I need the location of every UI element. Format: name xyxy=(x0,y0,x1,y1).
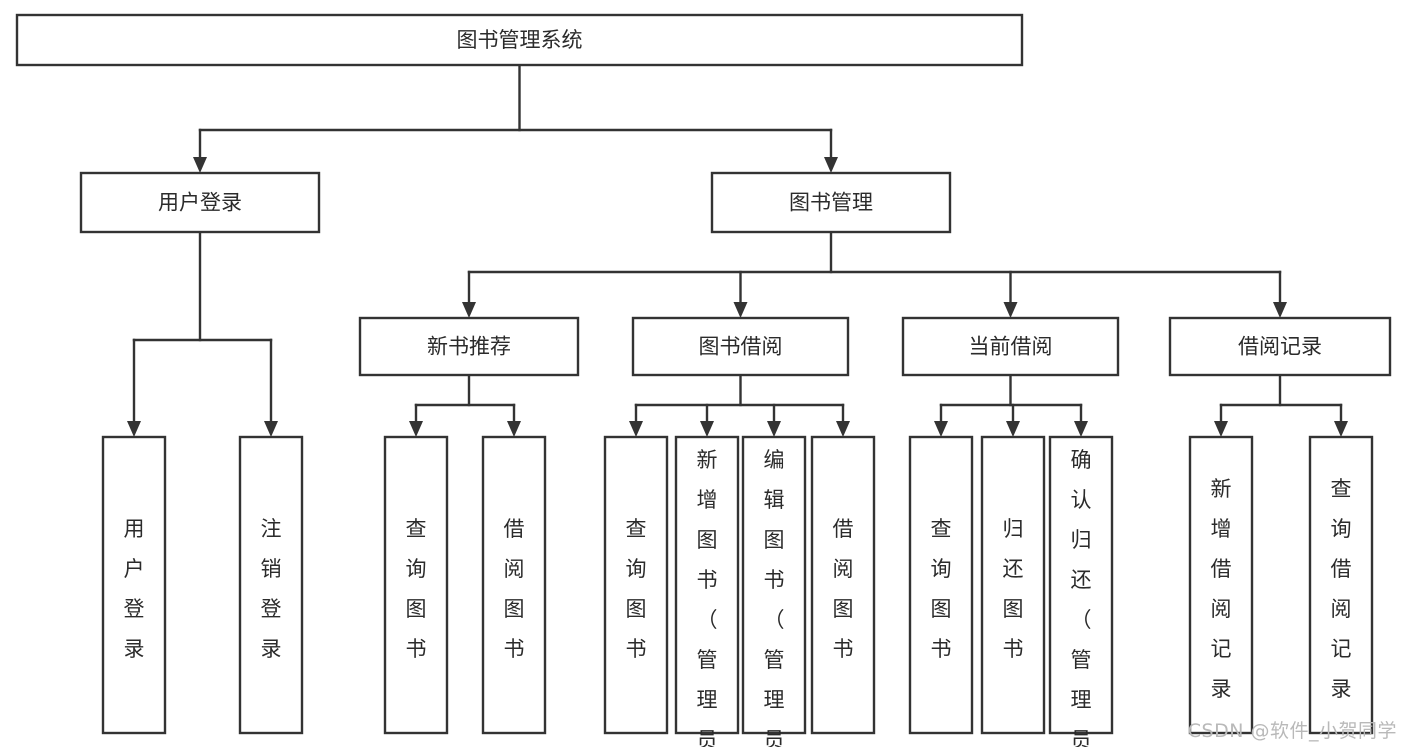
node-leaf-return-book[interactable]: 归还图书 xyxy=(980,435,1046,735)
connector-arrow-icon xyxy=(733,302,748,318)
node-book-management[interactable]: 图书管理 xyxy=(710,171,952,234)
node-user-login-label: 用户登录 xyxy=(158,191,242,215)
connector-group-book-borrow xyxy=(629,373,850,437)
node-leaf-edit-book-box[interactable] xyxy=(741,435,807,735)
connector-arrow-icon xyxy=(462,302,476,318)
node-leaf-confirm-return[interactable]: 确认归还（管理员） xyxy=(1048,435,1114,747)
connector-group-new-book-recommend xyxy=(409,373,521,437)
node-user-login[interactable]: 用户登录 xyxy=(79,171,321,234)
connector-arrow-icon xyxy=(1074,421,1088,437)
node-leaf-logout-label: 注销登录 xyxy=(261,517,282,661)
connector-arrow-icon xyxy=(1334,421,1348,437)
node-leaf-borrow-book-rec-label: 借阅图书 xyxy=(504,517,525,661)
connector-arrow-icon xyxy=(193,157,207,173)
node-book-borrow-label: 图书借阅 xyxy=(699,335,783,359)
connector-arrow-icon xyxy=(1006,421,1020,437)
node-borrow-record[interactable]: 借阅记录 xyxy=(1168,316,1392,377)
node-leaf-add-record-box[interactable] xyxy=(1188,435,1254,735)
connector-group-book-management xyxy=(462,230,1287,318)
node-user-login-box[interactable] xyxy=(79,171,321,234)
node-leaf-add-book-box[interactable] xyxy=(674,435,740,735)
node-borrow-record-box[interactable] xyxy=(1168,316,1392,377)
node-leaf-query-book-rec[interactable]: 查询图书 xyxy=(383,435,449,735)
node-leaf-query-record-label: 查询借阅记录 xyxy=(1331,477,1352,701)
node-book-borrow[interactable]: 图书借阅 xyxy=(631,316,850,377)
node-leaf-query-book-current-label: 查询图书 xyxy=(931,517,952,661)
node-new-book-recommend[interactable]: 新书推荐 xyxy=(358,316,580,377)
node-current-borrow-label: 当前借阅 xyxy=(969,335,1053,359)
node-root-box[interactable] xyxy=(15,13,1024,67)
node-leaf-query-record-box[interactable] xyxy=(1308,435,1374,735)
node-current-borrow[interactable]: 当前借阅 xyxy=(901,316,1120,377)
node-leaf-return-book-label: 归还图书 xyxy=(1003,517,1024,661)
connector-group-root xyxy=(193,63,838,173)
node-leaf-edit-book[interactable]: 编辑图书（管理员） xyxy=(741,435,807,747)
node-leaf-confirm-return-box[interactable] xyxy=(1048,435,1114,735)
watermark-label: CSDN @软件_小贺同学 xyxy=(1187,720,1397,742)
connector-arrow-icon xyxy=(934,421,948,437)
node-leaf-user-login-box[interactable] xyxy=(101,435,167,735)
node-new-book-recommend-box[interactable] xyxy=(358,316,580,377)
node-leaf-user-login[interactable]: 用户登录 xyxy=(101,435,167,735)
node-leaf-borrow-book-box[interactable] xyxy=(810,435,876,735)
node-leaf-confirm-return-label: 确认归还（管理员） xyxy=(1071,448,1092,747)
node-book-management-label: 图书管理 xyxy=(789,191,873,215)
node-leaf-add-record[interactable]: 新增借阅记录 xyxy=(1188,435,1254,735)
connector-group-borrow-record xyxy=(1214,373,1348,437)
node-leaf-return-book-box[interactable] xyxy=(980,435,1046,735)
node-leaf-logout[interactable]: 注销登录 xyxy=(238,435,304,735)
connector-arrow-icon xyxy=(824,157,838,173)
node-leaf-query-book-rec-label: 查询图书 xyxy=(406,517,427,661)
node-leaf-add-book-label: 新增图书（管理员） xyxy=(697,448,718,747)
node-borrow-record-label: 借阅记录 xyxy=(1238,335,1322,359)
node-leaf-query-book-borrow-box[interactable] xyxy=(603,435,669,735)
node-root-label: 图书管理系统 xyxy=(457,28,583,52)
connector-arrow-icon xyxy=(507,421,521,437)
node-new-book-recommend-label: 新书推荐 xyxy=(427,335,511,359)
node-leaf-query-record[interactable]: 查询借阅记录 xyxy=(1308,435,1374,735)
connector-group-user-login xyxy=(127,230,278,437)
node-leaf-logout-box[interactable] xyxy=(238,435,304,735)
node-leaf-query-book-current-box[interactable] xyxy=(908,435,974,735)
connector-arrow-icon xyxy=(409,421,423,437)
node-current-borrow-box[interactable] xyxy=(901,316,1120,377)
node-leaf-edit-book-label: 编辑图书（管理员） xyxy=(764,448,785,747)
connector-arrow-icon xyxy=(127,421,141,437)
connector-arrow-icon xyxy=(629,421,643,437)
node-leaf-query-book-borrow[interactable]: 查询图书 xyxy=(603,435,669,735)
node-book-borrow-box[interactable] xyxy=(631,316,850,377)
node-leaf-borrow-book[interactable]: 借阅图书 xyxy=(810,435,876,735)
node-leaf-query-book-borrow-label: 查询图书 xyxy=(626,517,647,661)
connector-arrow-icon xyxy=(1003,302,1018,318)
node-leaf-borrow-book-rec[interactable]: 借阅图书 xyxy=(481,435,547,735)
node-leaf-add-record-label: 新增借阅记录 xyxy=(1211,477,1232,701)
connector-arrow-icon xyxy=(264,421,278,437)
node-leaf-query-book-rec-box[interactable] xyxy=(383,435,449,735)
node-leaf-borrow-book-label: 借阅图书 xyxy=(833,517,854,661)
node-leaf-borrow-book-rec-box[interactable] xyxy=(481,435,547,735)
connector-group-current-borrow xyxy=(934,373,1088,437)
node-book-management-box[interactable] xyxy=(710,171,952,234)
connector-arrow-icon xyxy=(700,421,714,437)
node-leaf-query-book-current[interactable]: 查询图书 xyxy=(908,435,974,735)
node-root[interactable]: 图书管理系统 xyxy=(15,13,1024,67)
node-leaf-user-login-label: 用户登录 xyxy=(124,517,145,661)
connector-arrow-icon xyxy=(1214,421,1228,437)
connector-arrow-icon xyxy=(767,421,781,437)
connector-arrow-icon xyxy=(1273,302,1287,318)
connector-arrow-icon xyxy=(836,421,850,437)
node-leaf-add-book[interactable]: 新增图书（管理员） xyxy=(674,435,740,747)
